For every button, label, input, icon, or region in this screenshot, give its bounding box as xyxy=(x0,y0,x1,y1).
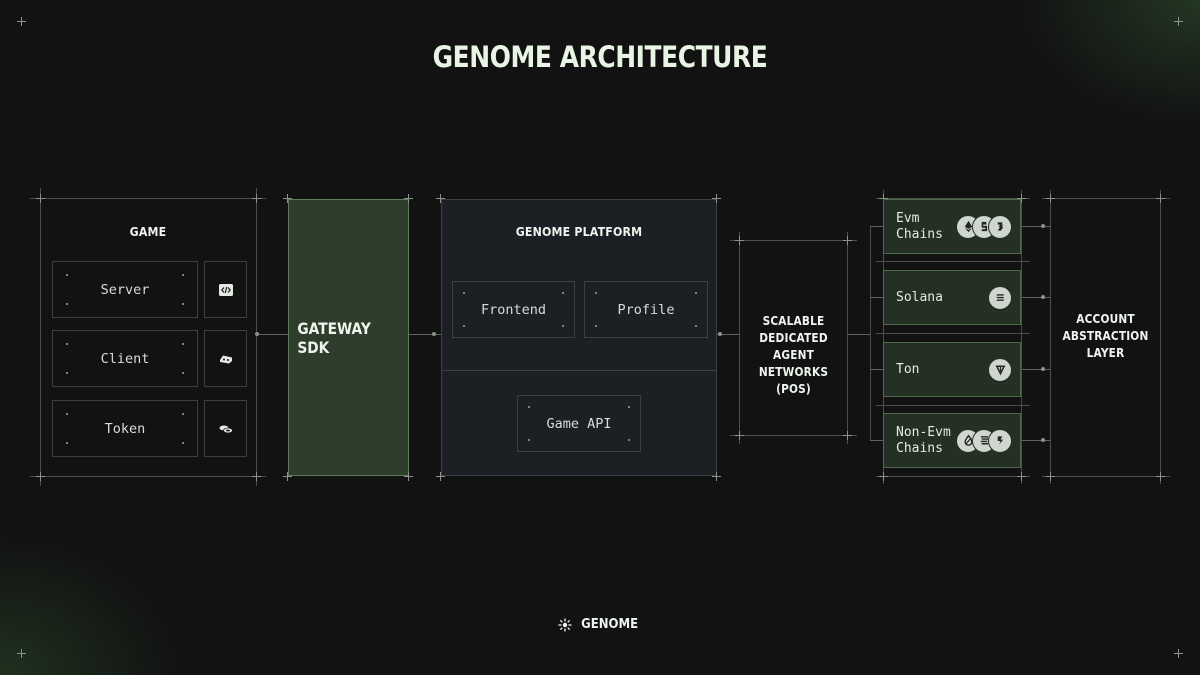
game-label: GAME xyxy=(129,224,167,239)
ethereum-icon xyxy=(964,220,972,233)
chain-frame-line xyxy=(876,261,1030,262)
chain-frame-line xyxy=(876,476,1030,477)
ton-icon xyxy=(995,365,1005,376)
gateway-sdk-block: GATEWAY SDK xyxy=(288,199,409,476)
chain-solana: Solana xyxy=(883,270,1021,325)
chain-label: Ton xyxy=(896,361,920,377)
gateway-label: GATEWAY SDK xyxy=(297,318,371,357)
solana-icon xyxy=(995,294,1004,301)
connector-dot xyxy=(1041,438,1045,442)
connector-dot xyxy=(1041,295,1045,299)
profile-label: Profile xyxy=(617,301,675,318)
game-item-token: Token xyxy=(52,400,198,457)
chain-label: Chains xyxy=(896,226,943,242)
stack-icon xyxy=(980,436,988,445)
chain-label: Evm xyxy=(896,210,920,226)
game-item-icon-box xyxy=(204,261,247,318)
connector-line xyxy=(257,334,288,335)
bracket-line xyxy=(870,226,871,440)
connector-dot xyxy=(1041,224,1045,228)
connector-line xyxy=(870,440,883,441)
account-layer-line1: ACCOUNT xyxy=(1076,312,1135,326)
canvas-corner-marker xyxy=(17,649,26,658)
agent-networks-line2: DEDICATED AGENT xyxy=(759,331,828,362)
drop-icon xyxy=(963,434,973,446)
platform-profile: Profile xyxy=(584,281,708,338)
account-layer-line3: LAYER xyxy=(1086,346,1125,360)
connector-line xyxy=(870,369,883,370)
connector-line xyxy=(848,334,870,335)
game-item-icon-box xyxy=(204,400,247,457)
game-item-label: Token xyxy=(104,420,146,437)
genome-logo-icon xyxy=(558,618,572,631)
platform-game-api: Game API xyxy=(517,395,641,452)
chain-frame-line xyxy=(876,405,1030,406)
canvas-corner-marker xyxy=(1174,649,1183,658)
corner-marker xyxy=(283,194,292,203)
connector-line xyxy=(409,334,441,335)
connector-line xyxy=(1022,440,1050,441)
connector-line xyxy=(1022,369,1050,370)
chain-label: Solana xyxy=(896,289,943,305)
game-item-server: Server xyxy=(52,261,198,318)
platform-label: GENOME PLATFORM xyxy=(515,224,643,239)
canvas-corner-marker xyxy=(1174,17,1183,26)
game-item-label: Client xyxy=(100,350,150,367)
corner-marker xyxy=(404,194,413,203)
connector-dot xyxy=(432,332,436,336)
game-api-label: Game API xyxy=(546,415,612,432)
connector-dot xyxy=(1041,367,1045,371)
corner-marker xyxy=(1017,472,1026,481)
corner-marker xyxy=(1017,194,1026,203)
chain-label: Chains xyxy=(896,440,943,456)
game-item-client: Client xyxy=(52,330,198,387)
agent-networks-line1: SCALABLE xyxy=(762,314,825,328)
code-icon xyxy=(218,283,233,296)
chain-icon xyxy=(997,436,1003,445)
connector-line xyxy=(870,226,883,227)
footer-brand: GENOME xyxy=(581,617,639,632)
page-title: GENOME ARCHITECTURE xyxy=(432,40,768,74)
game-item-label: Server xyxy=(100,281,150,298)
gamepad-icon xyxy=(219,355,232,363)
platform-divider xyxy=(441,370,717,371)
corner-marker xyxy=(283,472,292,481)
game-item-icon-box xyxy=(204,330,247,387)
chain-ton: Ton xyxy=(883,342,1021,397)
chain-label: Non-Evm xyxy=(896,424,951,440)
chain-frame-line xyxy=(883,190,884,484)
chain-frame-line xyxy=(876,333,1030,334)
corner-marker xyxy=(436,472,445,481)
corner-marker xyxy=(879,194,888,203)
base-icon xyxy=(997,222,1003,231)
footer-logo: GENOME xyxy=(0,617,1200,632)
coins-icon xyxy=(219,425,233,433)
account-layer-line2: ABSTRACTION xyxy=(1062,329,1149,343)
corner-marker xyxy=(712,194,721,203)
chain-frame-line xyxy=(1021,190,1022,484)
connector-line xyxy=(870,297,883,298)
platform-frontend: Frontend xyxy=(452,281,575,338)
canvas-corner-marker xyxy=(17,17,26,26)
corner-marker xyxy=(436,194,445,203)
corner-marker xyxy=(712,472,721,481)
chain-frame-line xyxy=(876,198,1030,199)
connector-line xyxy=(1022,297,1050,298)
agent-networks-line3: NETWORKS (POS) xyxy=(758,365,829,396)
connector-line xyxy=(717,334,739,335)
corner-marker xyxy=(879,472,888,481)
connector-dot xyxy=(718,332,722,336)
bnb-icon xyxy=(981,221,987,232)
frontend-label: Frontend xyxy=(480,301,547,318)
corner-marker xyxy=(404,472,413,481)
connector-dot xyxy=(255,332,259,336)
connector-line xyxy=(1022,226,1050,227)
